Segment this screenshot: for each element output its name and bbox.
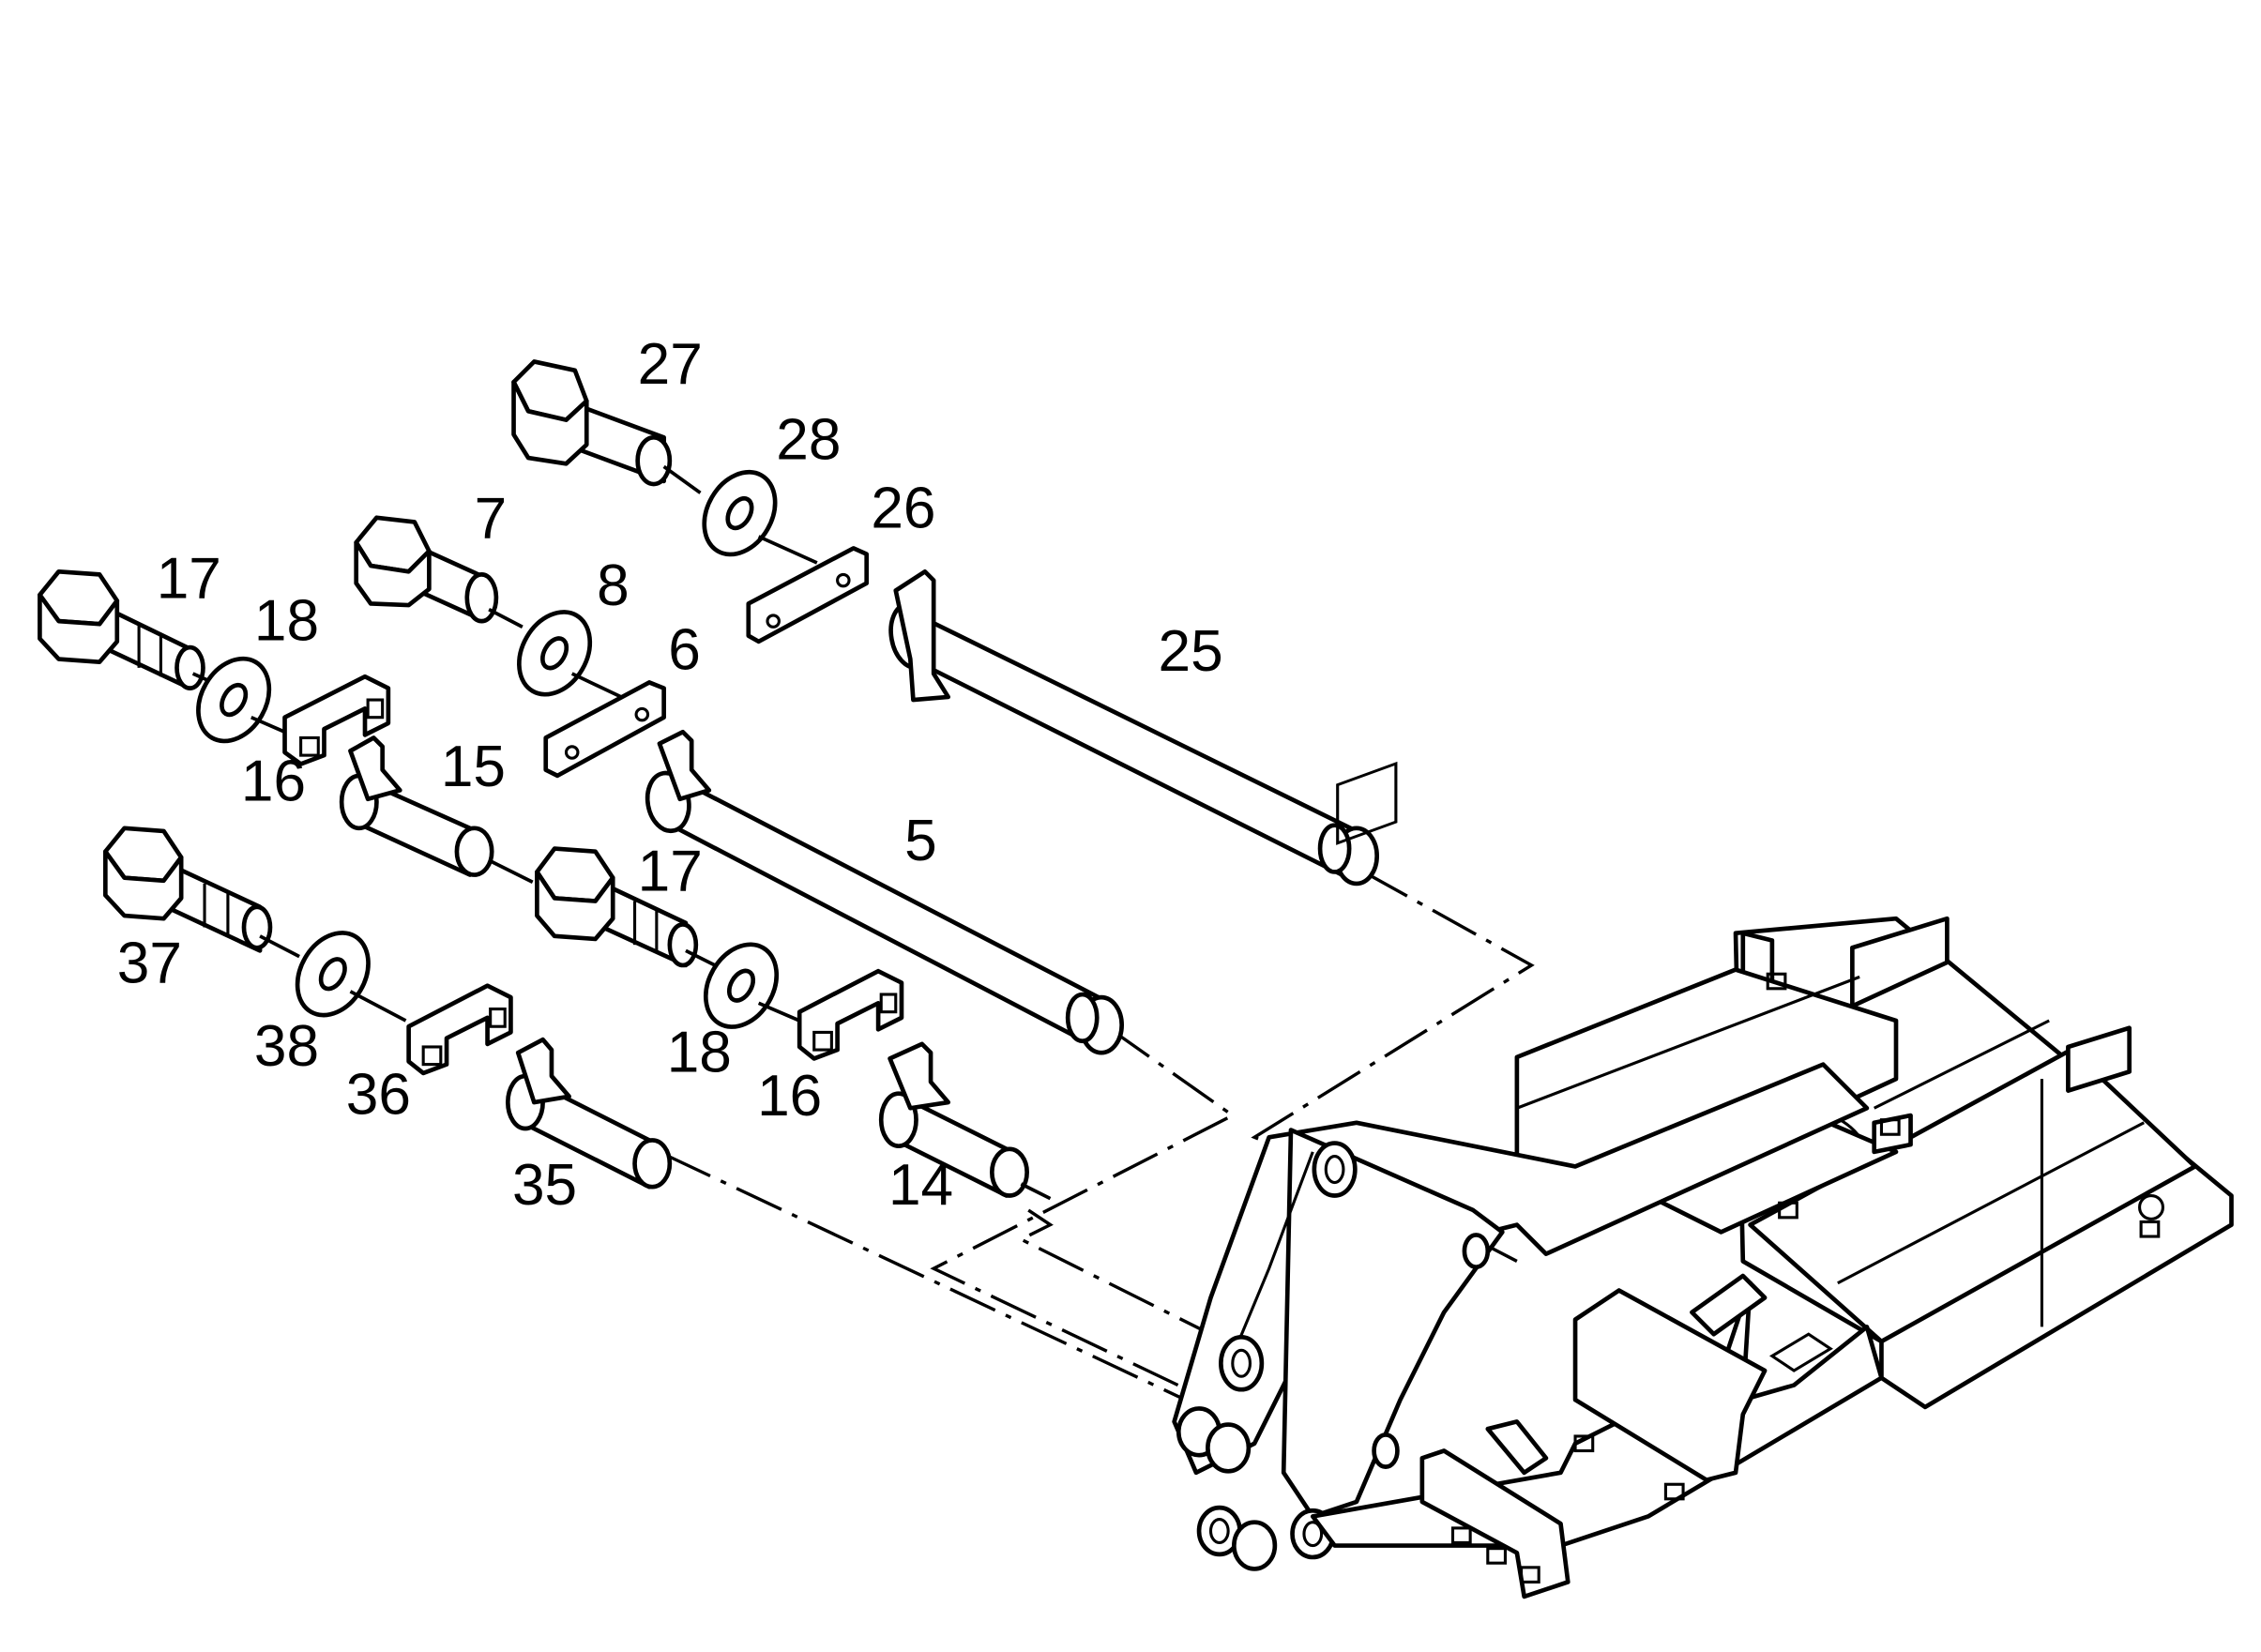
callout-25: 25 — [1159, 619, 1223, 684]
callout-15: 15 — [441, 735, 506, 799]
callout-6: 6 — [668, 617, 701, 682]
pin-25 — [888, 568, 1380, 887]
washer-38 — [295, 931, 407, 1023]
pin-35 — [505, 1037, 673, 1190]
callout-37: 37 — [117, 932, 182, 996]
callout-17-upper: 17 — [157, 546, 221, 611]
callout-38: 38 — [254, 1014, 319, 1079]
pin-14 — [878, 1041, 1052, 1201]
callout-8: 8 — [597, 553, 630, 618]
callout-7: 7 — [475, 487, 508, 552]
clamp-16-upper — [282, 674, 391, 766]
callout-26: 26 — [871, 477, 935, 541]
callout-18-upper: 18 — [254, 588, 319, 653]
callout-27: 27 — [638, 332, 703, 397]
callout-labels: 27 28 26 7 17 18 8 6 25 16 15 5 17 37 18… — [117, 332, 1223, 1218]
washer-28 — [702, 469, 818, 565]
callout-16-upper: 16 — [241, 749, 306, 813]
washer-8 — [517, 610, 629, 702]
washer-18-upper — [196, 656, 286, 744]
callout-16-middle: 16 — [757, 1064, 822, 1129]
callout-14: 14 — [888, 1153, 953, 1218]
washer-18-middle — [703, 942, 800, 1029]
bolt-37 — [103, 826, 300, 959]
main-frame — [1172, 761, 2234, 1599]
bolt-17-upper — [38, 568, 220, 690]
plate-26 — [746, 546, 870, 644]
bolt-27 — [511, 359, 702, 494]
bolt-17-middle — [535, 846, 716, 968]
callout-35: 35 — [512, 1153, 577, 1218]
clamp-16-middle — [797, 968, 904, 1061]
callout-18-middle: 18 — [667, 1020, 732, 1084]
bolt-7 — [354, 515, 524, 629]
plate-6 — [543, 680, 666, 779]
pin-15 — [339, 735, 534, 885]
callout-28: 28 — [776, 408, 841, 473]
clamp-36 — [406, 983, 513, 1076]
callout-17-middle: 17 — [638, 840, 703, 904]
callout-5: 5 — [904, 809, 937, 873]
callout-36: 36 — [346, 1062, 411, 1127]
pin-5 — [645, 729, 1125, 1055]
